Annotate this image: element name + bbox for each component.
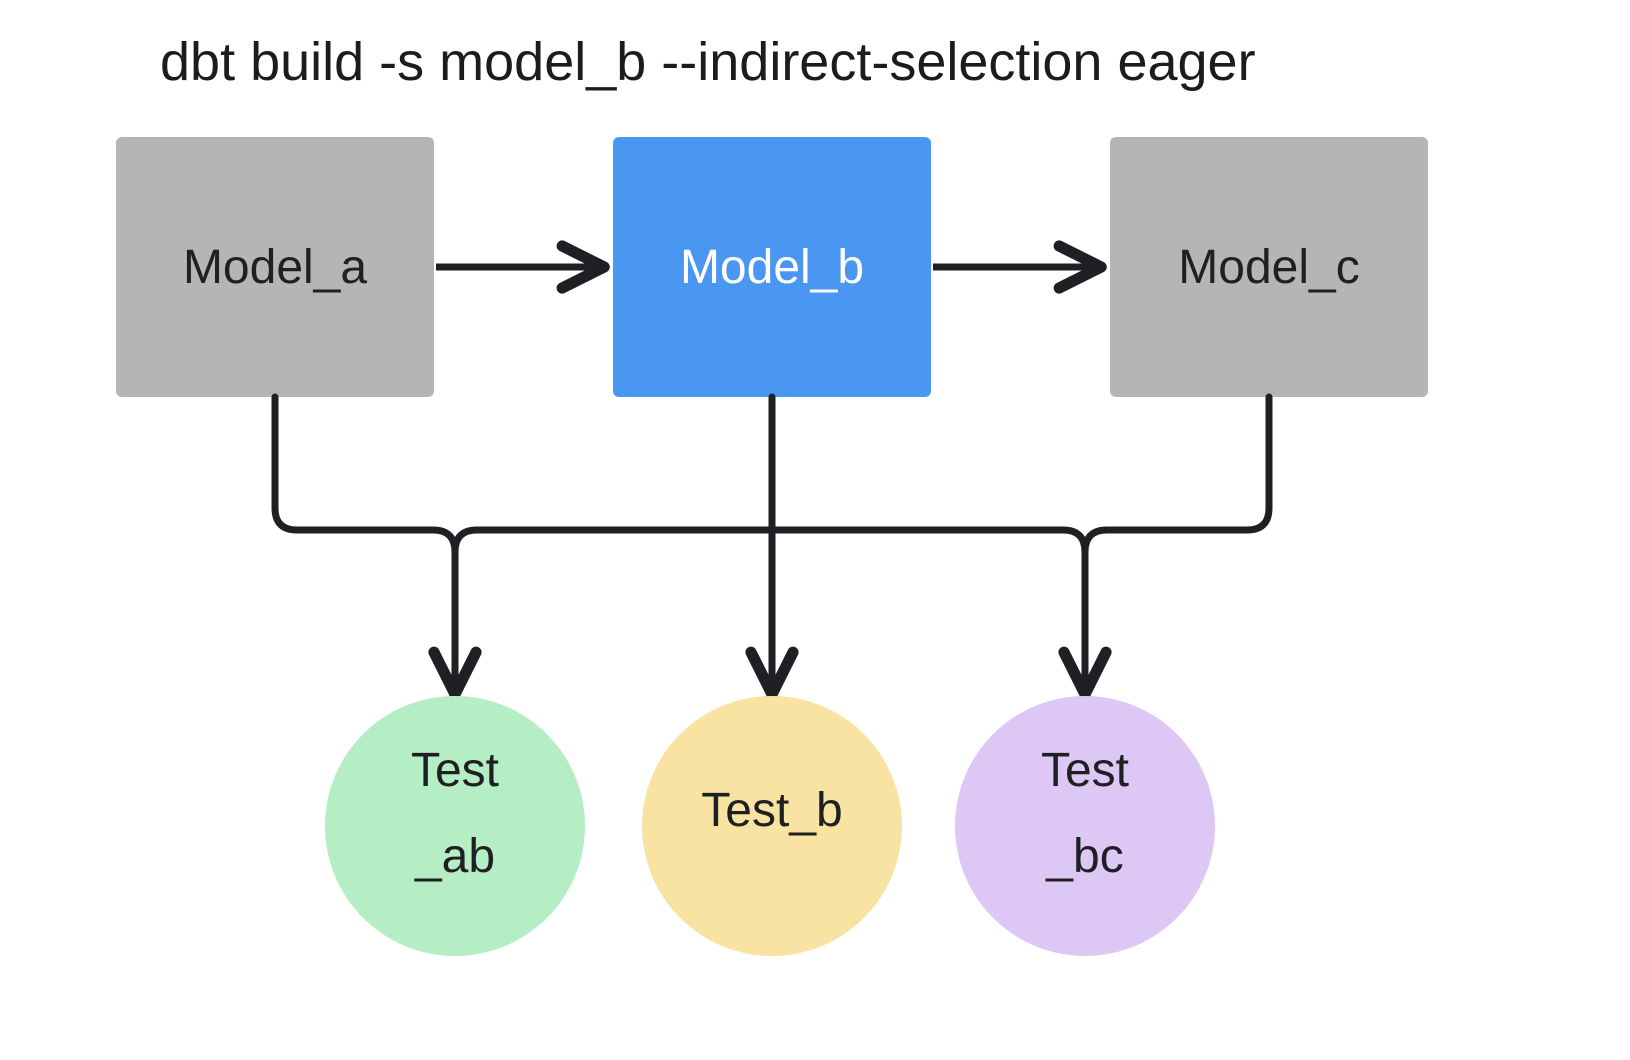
edge-model-b-to-test-bc <box>768 526 1112 700</box>
test-ab-label-line1: Test <box>411 744 499 797</box>
edge-model-c-to-test-bc-line <box>1081 393 1273 556</box>
edge-model-b-to-test-ab-line <box>451 526 776 556</box>
page-title: dbt build -s model_b --indirect-selectio… <box>160 32 1256 92</box>
test-bc-circle[interactable] <box>955 696 1215 956</box>
test-b-circle[interactable] <box>642 696 902 956</box>
model-node-model-b[interactable]: Model_b <box>613 137 931 397</box>
edge-model-b-to-test-ab <box>451 526 776 556</box>
test-bc-label-line1: Test <box>1041 744 1129 797</box>
model-node-model-c[interactable]: Model_c <box>1110 137 1428 397</box>
model-a-label: Model_a <box>183 241 367 294</box>
test-bc-label-line2: _bc <box>1045 830 1123 883</box>
test-ab-circle[interactable] <box>325 696 585 956</box>
test-b-label-line1: Test_b <box>701 784 842 837</box>
model-b-label: Model_b <box>680 241 864 294</box>
model-c-box[interactable] <box>1110 137 1428 397</box>
test-node-test-b[interactable]: Test_b <box>642 696 902 956</box>
test-ab-label-line2: _ab <box>414 830 495 883</box>
edge-model-c-to-test-bc <box>1081 393 1273 556</box>
test-node-test-ab[interactable]: Test _ab <box>325 696 585 956</box>
model-node-model-a[interactable]: Model_a <box>116 137 434 397</box>
model-b-box[interactable] <box>613 137 931 397</box>
edge-model-a-to-test-ab <box>271 393 482 700</box>
model-a-box[interactable] <box>116 137 434 397</box>
edge-model-a-to-test-ab-line <box>271 393 482 700</box>
model-c-label: Model_c <box>1178 241 1359 294</box>
test-node-test-bc[interactable]: Test _bc <box>955 696 1215 956</box>
edge-model-b-to-test-bc-line <box>768 526 1112 700</box>
